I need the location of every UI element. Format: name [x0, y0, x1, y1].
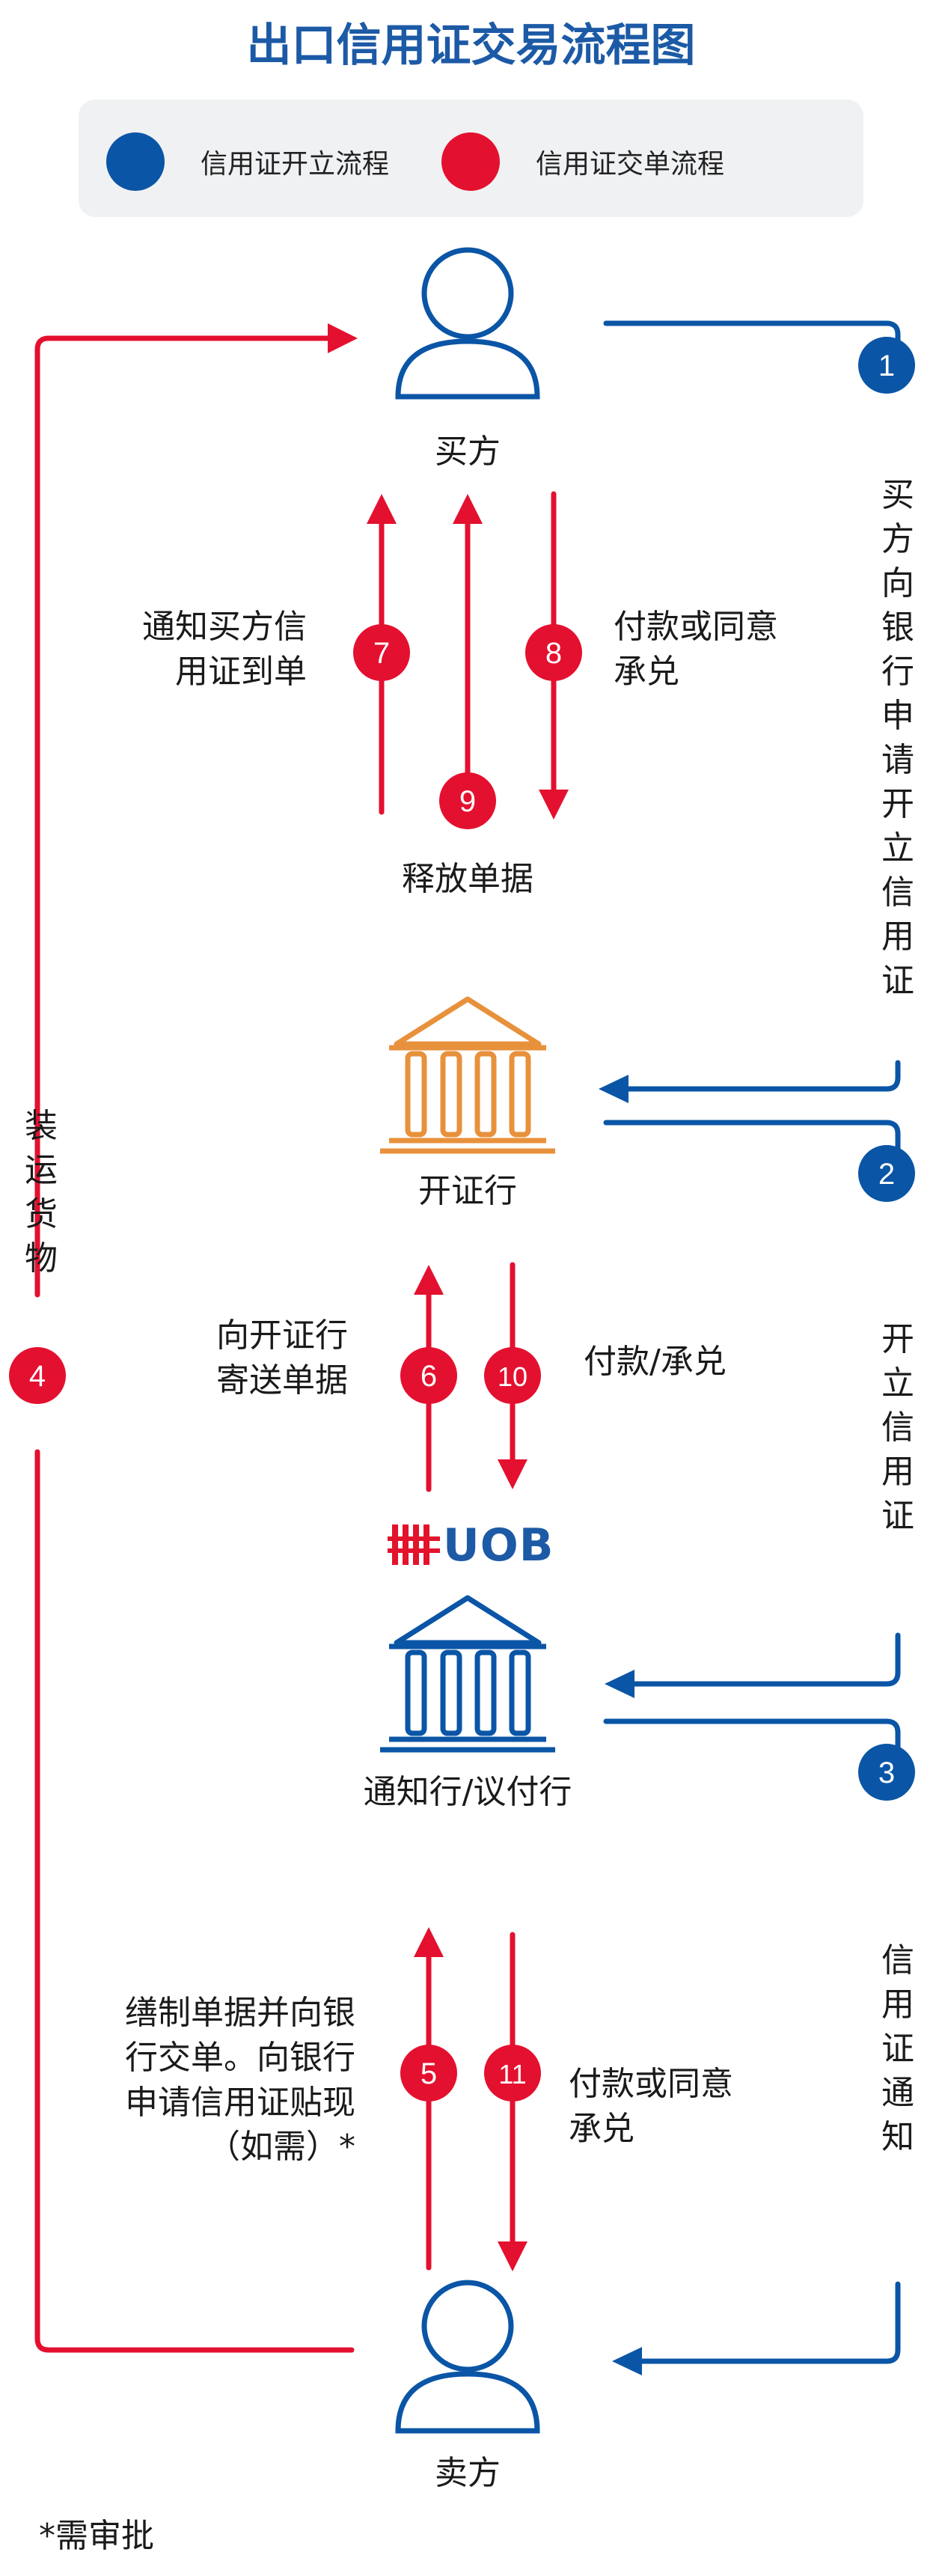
notify-buyer-label: 通知买方信 用证到单	[142, 608, 307, 691]
arrowhead-to-seller	[612, 2347, 642, 2375]
advising-bank-building-icon	[380, 1595, 555, 1753]
arrowhead-to-advising-bank	[605, 1670, 634, 1698]
arrowhead-9	[453, 494, 483, 524]
flow-line-apply-to-issuing	[618, 1060, 901, 1092]
step-badges: 1 2 3 4 5 6 7 8 9 10 11	[9, 337, 915, 2102]
step-badge-5: 5	[400, 2045, 457, 2102]
arrowhead-5	[414, 1927, 444, 1957]
step-badge-8: 8	[525, 624, 582, 681]
svg-text:10: 10	[498, 1361, 527, 1392]
step-badge-7: 7	[353, 624, 410, 681]
seller-person-icon	[395, 2280, 540, 2434]
flow-line-issue-to-advising	[618, 1632, 901, 1687]
legend-swatch-issuance	[106, 132, 165, 191]
flow-line-buyer-apply	[603, 320, 901, 353]
svg-text:5: 5	[420, 2057, 437, 2090]
pay-or-accept-top-label: 付款或同意 承兑	[614, 608, 778, 691]
buyer-label: 买方	[435, 433, 501, 471]
arrowhead-to-issuing-bank	[599, 1075, 628, 1103]
svg-text:7: 7	[373, 637, 390, 670]
svg-text:9: 9	[459, 785, 476, 818]
legend-label-issuance: 信用证开立流程	[201, 149, 390, 180]
issue-lc-vertical-label: 开立信用证	[881, 1320, 914, 1535]
arrowhead-8	[539, 790, 569, 820]
arrowhead-11	[498, 2241, 527, 2271]
flow-line-advising-out	[603, 1718, 901, 1754]
legend-label-presentation: 信用证交单流程	[536, 149, 725, 180]
blue-flow-lines	[603, 320, 901, 2364]
step-badge-2: 2	[858, 1145, 915, 1202]
arrowhead-6	[414, 1265, 444, 1295]
advising-bank-label: 通知行/议付行	[363, 1773, 572, 1811]
red-arrowheads	[328, 323, 569, 2271]
lc-notice-vertical-label: 信用证通知	[881, 1941, 914, 2156]
issuing-bank-building-icon	[380, 996, 555, 1154]
step-badge-6: 6	[400, 1347, 457, 1404]
buyer-apply-vertical-label: 买方向银行申请开立信用证	[881, 476, 914, 1000]
svg-text:11: 11	[498, 2059, 526, 2090]
arrowhead-10	[498, 1459, 527, 1489]
svg-text:2: 2	[878, 1158, 895, 1191]
svg-text:3: 3	[878, 1756, 895, 1789]
pay-accept-mid-label: 付款/承兑	[584, 1343, 727, 1381]
step-badge-10: 10	[484, 1347, 541, 1404]
seller-label: 卖方	[435, 2454, 501, 2492]
legend-swatch-presentation	[441, 132, 500, 191]
pay-or-accept-bottom-label: 付款或同意 承兑	[569, 2065, 733, 2148]
uob-logo-mark-icon	[388, 1524, 440, 1565]
arrowhead-to-buyer	[328, 323, 358, 353]
prepare-docs-label: 缮制单据并向银 行交单。向银行 申请信用证贴现 （如需）*	[125, 1994, 355, 2167]
svg-text:8: 8	[545, 637, 562, 670]
flow-line-notice-to-seller	[618, 2281, 901, 2364]
step-badge-9: 9	[439, 772, 496, 829]
approval-footnote: *需审批	[39, 2517, 154, 2555]
issuing-bank-label: 开证行	[418, 1172, 517, 1210]
arrowhead-7	[367, 494, 397, 524]
svg-text:4: 4	[29, 1360, 46, 1393]
flow-line-ship-goods	[34, 1449, 355, 2353]
blue-arrowheads	[599, 1075, 642, 2375]
step-badge-1: 1	[858, 337, 915, 394]
flow-line-ship-goods-upper	[34, 335, 340, 1298]
flow-line-issuing-out	[603, 1120, 901, 1156]
step-badge-3: 3	[858, 1744, 915, 1801]
page-title: 出口信用证交易流程图	[246, 19, 696, 72]
buyer-person-icon	[395, 247, 540, 400]
send-docs-label: 向开证行 寄送单据	[216, 1316, 348, 1400]
step-badge-11: 11	[484, 2045, 541, 2102]
documents-release-label: 释放单据	[402, 860, 533, 898]
ship-goods-vertical-label: 装运货物	[25, 1107, 58, 1278]
uob-logo-text: UOB	[443, 1519, 554, 1572]
uob-logo: UOB	[388, 1519, 554, 1572]
svg-text:1: 1	[878, 350, 895, 382]
step-badge-4: 4	[9, 1347, 66, 1404]
svg-text:6: 6	[420, 1360, 437, 1393]
